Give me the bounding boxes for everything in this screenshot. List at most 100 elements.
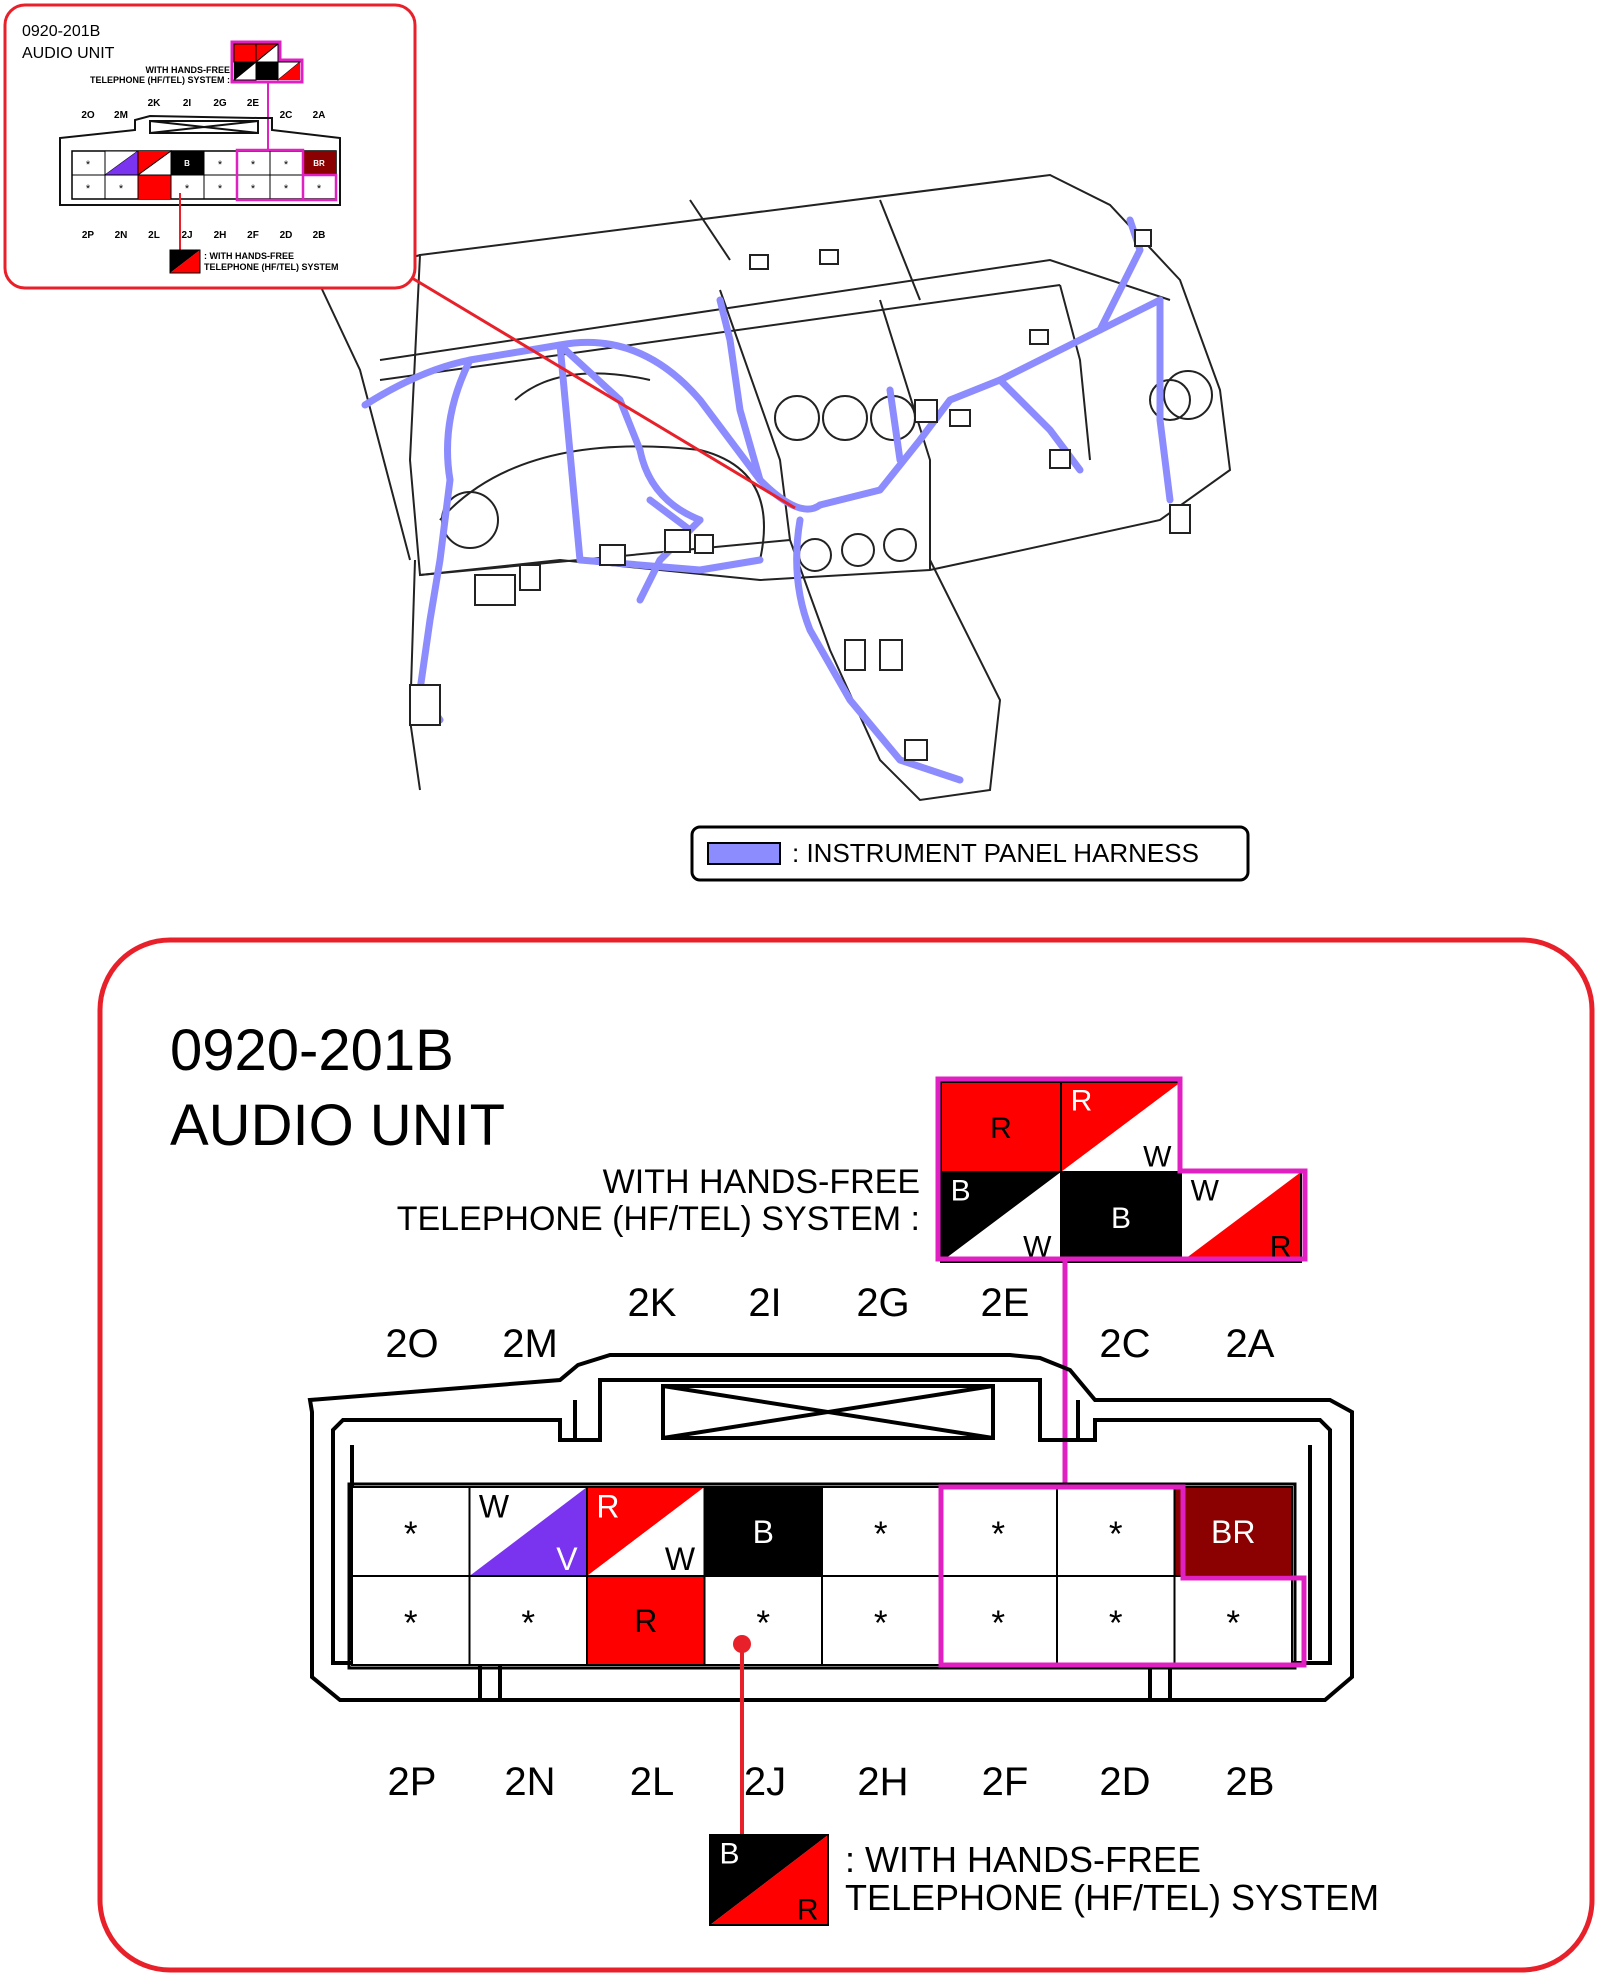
svg-text:W: W bbox=[479, 1488, 510, 1524]
thumb-pin-grid: **** ******* BR B bbox=[71, 148, 338, 202]
svg-text:R: R bbox=[990, 1112, 1012, 1145]
svg-text:*: * bbox=[404, 1515, 418, 1554]
svg-text:2E: 2E bbox=[247, 98, 260, 109]
thumb-hf-line1: WITH HANDS-FREE bbox=[146, 65, 231, 75]
svg-text:2C: 2C bbox=[280, 110, 293, 121]
svg-text:2H: 2H bbox=[214, 230, 227, 241]
svg-text:*: * bbox=[1109, 1515, 1123, 1554]
pin-2f: * bbox=[938, 1575, 1058, 1666]
svg-text:2L: 2L bbox=[148, 230, 160, 241]
hf-legend-swatch: BR bbox=[709, 1834, 829, 1927]
svg-text:*: * bbox=[218, 159, 223, 171]
pin-label-2i: 2I bbox=[748, 1281, 781, 1325]
pin-label-2p: 2P bbox=[388, 1760, 437, 1804]
pin-label-2a: 2A bbox=[1226, 1322, 1275, 1366]
pin-label-2j: 2J bbox=[744, 1760, 786, 1804]
thumb-legend-hf-line2: TELEPHONE (HF/TEL) SYSTEM bbox=[204, 262, 339, 272]
pin-2d: * bbox=[1056, 1575, 1176, 1666]
thumbnail-frame bbox=[3, 3, 417, 290]
instrument-panel-harness bbox=[361, 216, 1174, 784]
pin-label-2m: 2M bbox=[502, 1322, 558, 1366]
pin-label-2d: 2D bbox=[1099, 1760, 1150, 1804]
svg-text:*: * bbox=[86, 159, 91, 171]
pin-label-2b: 2B bbox=[1226, 1760, 1275, 1804]
svg-text:2B: 2B bbox=[313, 230, 326, 241]
hf-pin-2f: BW bbox=[940, 1171, 1062, 1264]
svg-text:*: * bbox=[874, 1604, 888, 1643]
connector-housing bbox=[307, 1353, 1354, 1702]
hf-label-line2: TELEPHONE (HF/TEL) SYSTEM : bbox=[397, 1200, 920, 1238]
harness-legend-frame bbox=[690, 825, 1250, 882]
hf-pin-2e: R bbox=[940, 1081, 1062, 1173]
svg-text:V: V bbox=[556, 1541, 578, 1577]
svg-text:R: R bbox=[797, 1894, 819, 1927]
svg-text:B: B bbox=[951, 1175, 971, 1208]
hf-legend-pin: BR bbox=[709, 1834, 829, 1927]
svg-text:*: * bbox=[991, 1604, 1005, 1643]
svg-text:*: * bbox=[1226, 1604, 1240, 1643]
harness-connectors bbox=[409, 229, 1191, 761]
dashboard-outline bbox=[319, 173, 1232, 802]
connector-detail-callout: 0920-201B AUDIO UNIT WITH HANDS-FREE TEL… bbox=[97, 937, 1595, 1973]
svg-text:*: * bbox=[1109, 1604, 1123, 1643]
svg-text:*: * bbox=[991, 1515, 1005, 1554]
hf-pin-2b: WR bbox=[1180, 1171, 1302, 1264]
svg-text:*: * bbox=[251, 183, 256, 195]
pin-label-2n: 2N bbox=[504, 1760, 555, 1804]
hf-legend-line2: TELEPHONE (HF/TEL) SYSTEM bbox=[845, 1877, 1379, 1918]
pin-2j: * bbox=[703, 1575, 823, 1666]
svg-text:W: W bbox=[665, 1541, 696, 1577]
svg-text:R: R bbox=[1270, 1231, 1292, 1264]
pin-2p: * bbox=[351, 1575, 471, 1666]
pin-label-2k: 2K bbox=[628, 1281, 677, 1325]
svg-text:*: * bbox=[404, 1604, 418, 1643]
svg-text:2P: 2P bbox=[82, 230, 95, 241]
callout-pointer-line bbox=[411, 276, 796, 510]
pin-label-2l: 2L bbox=[630, 1760, 675, 1804]
hf-magenta-outline bbox=[935, 1076, 1308, 1262]
pin-2n: * bbox=[468, 1575, 588, 1666]
svg-text:2I: 2I bbox=[183, 98, 192, 109]
hf-cavity-outline bbox=[938, 1484, 1307, 1668]
svg-text:*: * bbox=[284, 159, 289, 171]
svg-text:2D: 2D bbox=[280, 230, 293, 241]
svg-text:*: * bbox=[119, 183, 124, 195]
gauge-circles bbox=[441, 370, 1213, 572]
hf-legend-line1: : WITH HANDS-FREE bbox=[845, 1839, 1201, 1880]
svg-text:*: * bbox=[86, 183, 91, 195]
pin-2i: B bbox=[703, 1486, 823, 1577]
harness-legend-label: : INSTRUMENT PANEL HARNESS bbox=[792, 838, 1199, 868]
pin-2a: BR bbox=[1173, 1486, 1293, 1577]
svg-text:2N: 2N bbox=[115, 230, 128, 241]
pin-2b: * bbox=[1173, 1575, 1293, 1666]
svg-text:B: B bbox=[184, 159, 190, 168]
svg-text:BR: BR bbox=[313, 159, 325, 168]
svg-text:2O: 2O bbox=[81, 110, 95, 121]
svg-text:R: R bbox=[634, 1603, 657, 1639]
svg-text:*: * bbox=[756, 1604, 770, 1643]
svg-text:*: * bbox=[284, 183, 289, 195]
svg-text:*: * bbox=[521, 1604, 535, 1643]
pin-2g: * bbox=[821, 1486, 941, 1577]
hf-pin-group: R R W BWB WR bbox=[940, 1081, 1302, 1264]
pin-label-2e: 2E bbox=[981, 1281, 1030, 1325]
pin-label-2o: 2O bbox=[385, 1322, 438, 1366]
svg-text:2F: 2F bbox=[247, 230, 259, 241]
svg-text:B: B bbox=[719, 1838, 739, 1871]
harness-legend-swatch bbox=[707, 842, 781, 865]
pin-2o: * bbox=[351, 1486, 471, 1577]
thumb-hf-line2: TELEPHONE (HF/TEL) SYSTEM : bbox=[90, 75, 230, 85]
thumb-legend-hf-line1: : WITH HANDS-FREE bbox=[204, 251, 294, 261]
svg-text:W: W bbox=[1143, 1141, 1172, 1174]
svg-text:*: * bbox=[251, 159, 256, 171]
vehicle-dashboard-view bbox=[319, 173, 1232, 802]
svg-text:2K: 2K bbox=[148, 98, 162, 109]
pin-label-2g: 2G bbox=[856, 1281, 909, 1325]
harness-legend: : INSTRUMENT PANEL HARNESS bbox=[690, 825, 1250, 882]
thumb-connector-name: AUDIO UNIT bbox=[22, 45, 115, 62]
svg-text:2J: 2J bbox=[181, 230, 192, 241]
pin-2m: WV bbox=[468, 1486, 588, 1577]
